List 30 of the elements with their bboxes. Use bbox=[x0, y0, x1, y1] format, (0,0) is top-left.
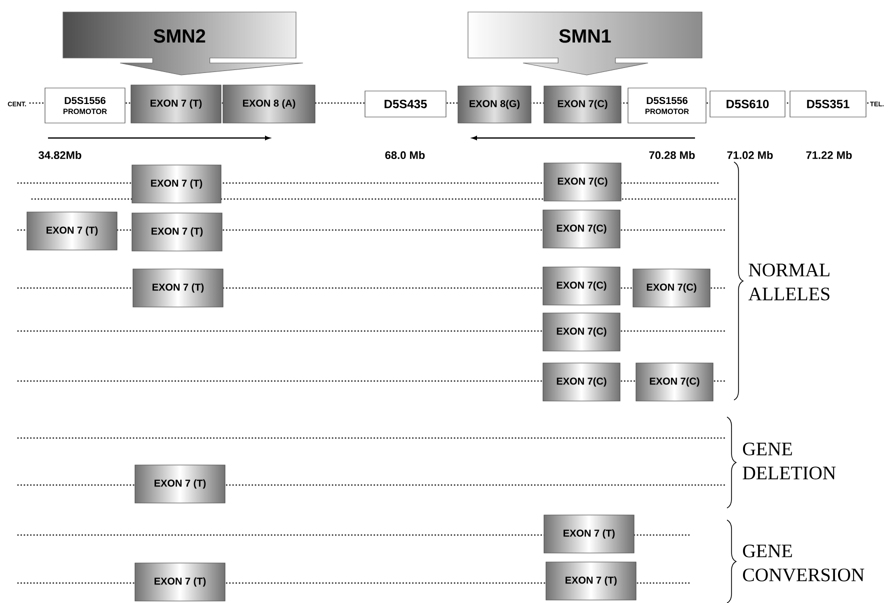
exon-box: EXON 7 (T) bbox=[546, 562, 636, 600]
exon-box: EXON 7(C) bbox=[542, 312, 620, 352]
position-label: 68.0 Mb bbox=[385, 150, 425, 160]
exon-box: EXON 7 (T) bbox=[134, 464, 226, 504]
exon-box: EXON 8(G) bbox=[458, 86, 532, 124]
position-label: 71.02 Mb bbox=[727, 150, 773, 160]
exon-box: EXON 7 (T) bbox=[132, 268, 224, 308]
marker-box: D5S351 bbox=[790, 90, 866, 118]
exon-box: EXON 7 (T) bbox=[130, 84, 222, 124]
exon-box: EXON 7 (T) bbox=[132, 164, 222, 204]
position-label: 34.82Mb bbox=[38, 150, 82, 160]
exon-box: EXON 7(C) bbox=[542, 266, 620, 306]
exon-box: EXON 7 (T) bbox=[26, 212, 118, 250]
group-label: GENE DELETION bbox=[742, 442, 836, 480]
group-label: GENE CONVERSION bbox=[743, 544, 864, 582]
exon-box: EXON 7(C) bbox=[542, 362, 620, 402]
exon-box: EXON 7(C) bbox=[632, 268, 710, 308]
exon-box: EXON 7 (T) bbox=[544, 514, 634, 554]
exon-box: EXON 7 (T) bbox=[134, 562, 226, 602]
exon-box: EXON 7(C) bbox=[544, 86, 622, 124]
exon-box: EXON 7 (T) bbox=[132, 212, 222, 252]
exon-box: EXON 7(C) bbox=[542, 210, 620, 248]
marker-box: D5S435 bbox=[364, 90, 446, 118]
group-label: NORMAL ALLELES bbox=[748, 264, 830, 300]
exon-box: EXON 7(C) bbox=[636, 362, 714, 402]
exon-box: EXON 8 (A) bbox=[222, 84, 316, 124]
exon-box: EXON 7(C) bbox=[544, 162, 622, 202]
position-label: 71.22 Mb bbox=[806, 150, 852, 160]
marker-box: D5S610 bbox=[710, 90, 786, 118]
position-label: 70.28 Mb bbox=[649, 150, 695, 160]
